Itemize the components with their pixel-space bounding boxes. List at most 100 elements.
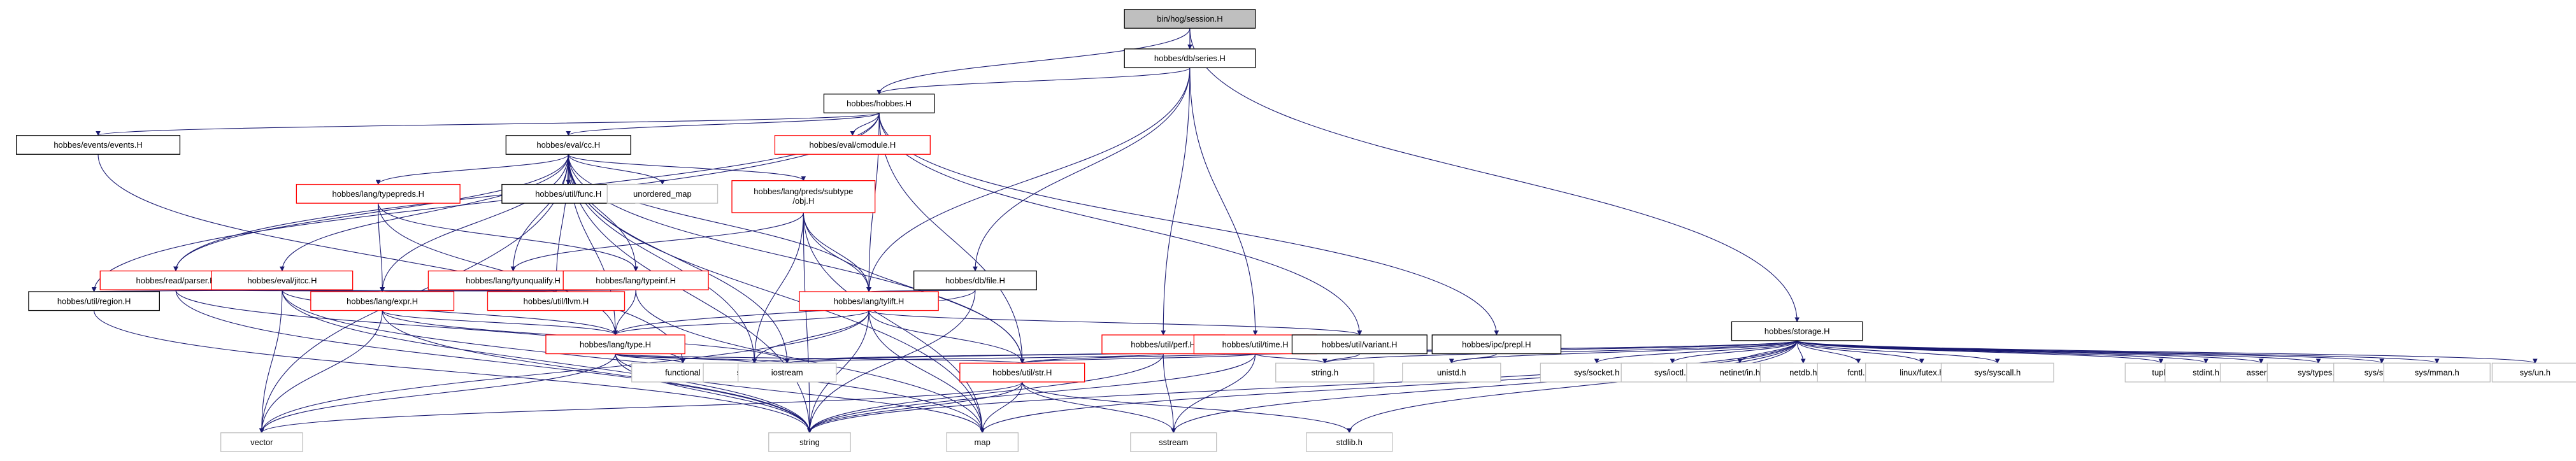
node-label: hobbes/util/llvm.H (524, 296, 589, 306)
edge-parser-to-string (175, 290, 812, 434)
edge-str-to-vector (259, 381, 1023, 434)
node-label: hobbes/util/region.H (57, 296, 131, 306)
node-mman: sys/mman.h (2383, 362, 2491, 383)
node-box (731, 180, 876, 213)
edge-time-to-string (807, 353, 1256, 434)
node-prepl[interactable]: hobbes/ipc/prepl.H (1431, 334, 1562, 355)
node-unordered-map: unordered_map (606, 183, 719, 204)
edge-dbfile-to-type (613, 289, 976, 336)
node-label: hobbes/storage.H (1764, 327, 1830, 336)
node-string: string (768, 432, 851, 452)
node-label: map (975, 437, 991, 447)
node-str[interactable]: hobbes/util/str.H (959, 362, 1085, 383)
edge-storage-to-socket (1594, 340, 1798, 364)
node-label: vector (250, 437, 273, 447)
node-label: iostream (771, 368, 803, 378)
node-box (2383, 362, 2491, 383)
node-label: sys/mman.h (2415, 368, 2459, 378)
node-typepreds[interactable]: hobbes/lang/typepreds.H (296, 183, 461, 204)
node-syscall: sys/syscall.h (1940, 362, 2054, 383)
node-label: netinet/in.h (1720, 368, 1761, 378)
node-func[interactable]: hobbes/util/func.H (501, 183, 636, 204)
node-iostream: iostream (737, 362, 837, 383)
edge-time-to-sstream (1171, 353, 1256, 434)
node-variant[interactable]: hobbes/util/variant.H (1291, 334, 1428, 355)
node-llvm[interactable]: hobbes/util/llvm.H (487, 291, 626, 311)
node-box (737, 362, 837, 383)
node-session[interactable]: bin/hog/session.H (1124, 9, 1256, 29)
node-box (768, 432, 851, 452)
edge-cc-to-jitcc (280, 154, 569, 272)
edge-storage-to-types (1796, 340, 2321, 364)
edge-cc-to-typepreds (375, 154, 569, 185)
node-label: hobbes/eval/cmodule.H (809, 140, 896, 150)
edge-perf-to-iostream (785, 353, 1164, 364)
node-hobbes[interactable]: hobbes/hobbes.H (823, 94, 935, 113)
edge-cc-to-unordered_map (568, 154, 665, 185)
node-label: sys/socket.h (1574, 368, 1620, 378)
edge-storage-to-fcntl (1796, 340, 1861, 364)
edge-subtype-to-tylift (803, 212, 871, 292)
edge-hobbes-to-str (878, 113, 1025, 364)
node-events[interactable]: hobbes/events/events.H (16, 135, 181, 155)
edge-cc-to-subtype (568, 153, 806, 181)
node-label: unistd.h (1437, 368, 1466, 378)
node-typeinf[interactable]: hobbes/lang/typeinf.H (562, 270, 709, 290)
edge-dbseries-to-hobbes (877, 67, 1191, 95)
edge-dbseries-to-perf (1161, 67, 1191, 336)
edge-dbseries-to-tylift (866, 67, 1191, 292)
node-cmodule[interactable]: hobbes/eval/cmodule.H (774, 135, 931, 155)
node-vector: vector (220, 432, 303, 452)
node-label: sys/ioctl.h (1654, 368, 1691, 378)
node-label: netdb.h (1789, 368, 1817, 378)
edge-storage-to-futex (1796, 340, 1924, 364)
edge-tylift-to-stdexcept (752, 310, 869, 364)
edge-cc-to-expr (380, 154, 569, 292)
node-region[interactable]: hobbes/util/region.H (28, 291, 160, 311)
node-label: hobbes/util/perf.H (1131, 339, 1196, 349)
edge-tylift-to-type (613, 310, 869, 336)
edge-type-to-functional (615, 353, 685, 364)
node-dbseries[interactable]: hobbes/db/series.H (1124, 48, 1256, 69)
edge-hobbes-to-cc (566, 112, 880, 136)
edge-str-to-map (980, 381, 1023, 434)
node-box (1124, 9, 1256, 29)
node-tylift[interactable]: hobbes/lang/tylift.H (799, 291, 939, 311)
node-storage[interactable]: hobbes/storage.H (1731, 321, 1863, 341)
node-label: hobbes/ipc/prepl.H (1462, 339, 1531, 349)
edge-dbfile-to-string (807, 290, 976, 434)
node-label: sys/types.h (2298, 368, 2339, 378)
node-box (1275, 362, 1375, 383)
edge-tylift-to-map (868, 310, 985, 434)
node-box (28, 291, 160, 311)
node-label: string (799, 437, 820, 447)
node-dbfile[interactable]: hobbes/db/file.H (913, 270, 1037, 290)
edge-tylift-to-string (807, 310, 869, 434)
edge-typeinf-to-type (613, 290, 636, 336)
edge-dbseries-to-dbfile (973, 67, 1191, 272)
edge-hobbes-to-prepl (878, 113, 1499, 336)
node-label: bin/hog/session.H (1157, 14, 1222, 24)
node-subtype[interactable]: hobbes/lang/preds/subtype/obj.H (731, 180, 876, 213)
edge-expr-to-vector (259, 310, 383, 434)
node-label: hobbes/util/variant.H (1322, 339, 1398, 349)
edge-time-to-str (1020, 353, 1256, 364)
node-label: hobbes/lang/typeinf.H (596, 276, 676, 285)
edge-tylift-to-str (868, 310, 1025, 364)
node-box (1124, 48, 1256, 69)
node-expr[interactable]: hobbes/lang/expr.H (310, 291, 455, 311)
edge-storage-to-map (980, 340, 1798, 434)
node-label: hobbes/db/file.H (945, 276, 1005, 285)
node-label: hobbes/hobbes.H (847, 99, 912, 108)
node-box (220, 432, 303, 452)
node-jitcc[interactable]: hobbes/eval/jitcc.H (211, 270, 354, 290)
node-map: map (946, 432, 1019, 452)
node-label: linux/futex.h (1900, 368, 1943, 378)
file-nodes: bin/hog/session.H hobbes/db/series.H hobbe… (16, 9, 2576, 452)
node-label: hobbes/read/parser.H (136, 276, 216, 285)
node-type[interactable]: hobbes/lang/type.H (545, 334, 685, 355)
edge-storage-to-sstream (1171, 340, 1798, 434)
node-label: hobbes/eval/cc.H (536, 140, 600, 150)
edge-typepreds-to-type (378, 203, 618, 336)
node-cc[interactable]: hobbes/eval/cc.H (505, 135, 631, 155)
